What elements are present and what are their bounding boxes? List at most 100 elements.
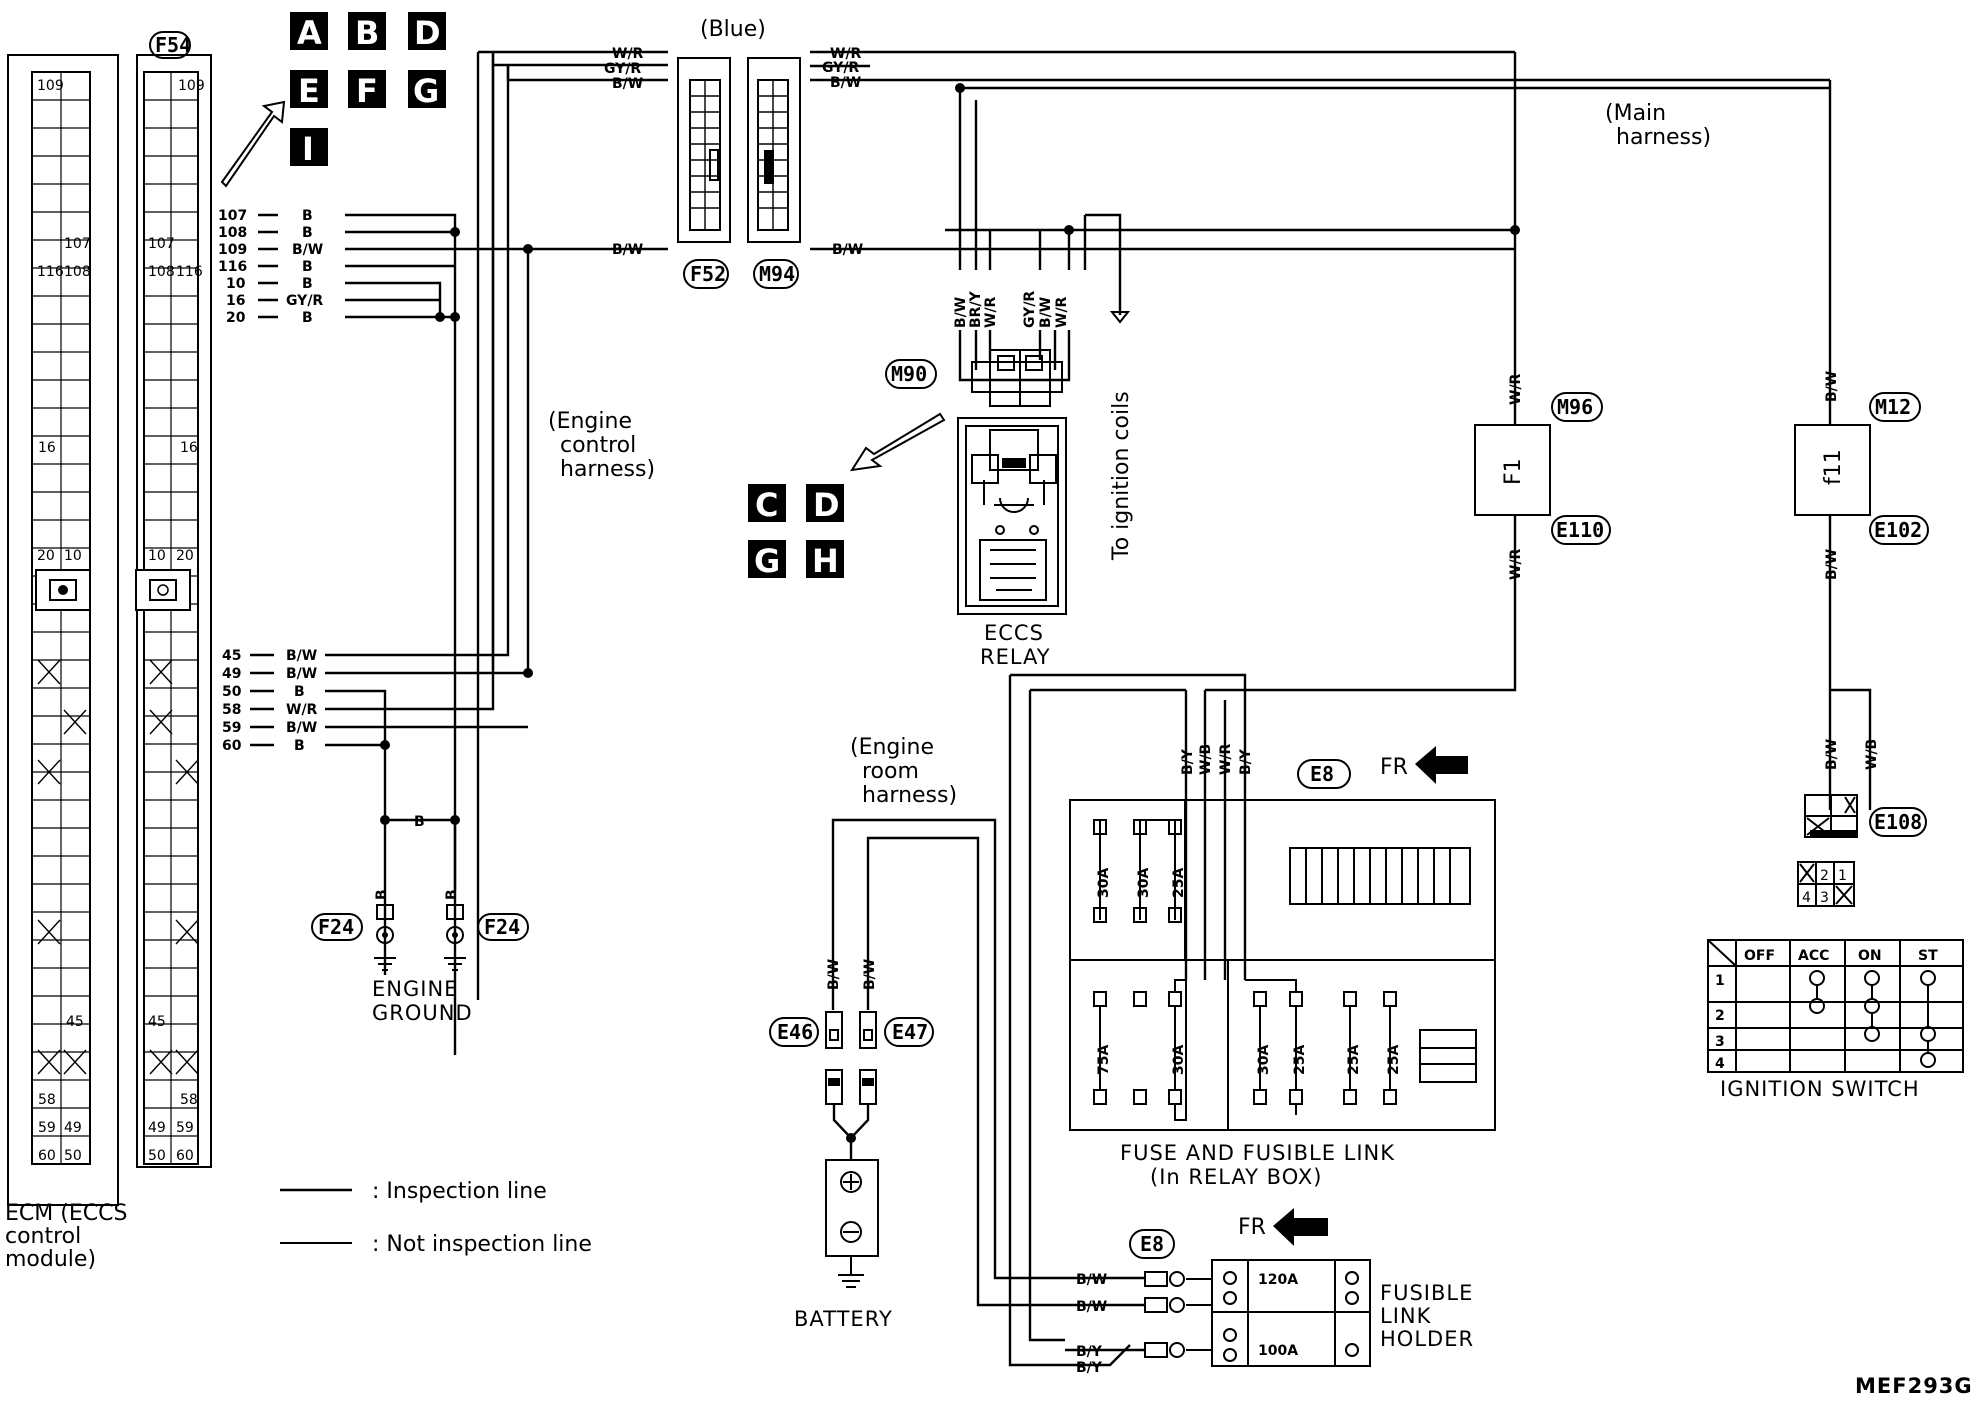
ref-box-g: G: [413, 72, 439, 110]
ref-boxes-relay: C D G H: [748, 484, 844, 580]
svg-text:B/W: B/W: [826, 959, 842, 990]
fuse-box: B/Y W/B W/R B/Y E8 FR 30A 30A 25A 75A 30…: [1008, 673, 1496, 1367]
svg-text:W/R: W/R: [830, 46, 862, 62]
harness-engine-room-1: (Engine: [850, 735, 934, 760]
ecm-bottom-pins: 45 B/W 49 B/W 50 B 58 W/R 59 B/W 60 B B …: [222, 52, 533, 1025]
svg-text:B/Y: B/Y: [1238, 748, 1254, 775]
ref-box-f: F: [356, 72, 378, 110]
ecm-cell-60: 60: [38, 1148, 56, 1164]
harness-main-2: harness): [1616, 125, 1711, 150]
svg-text:59: 59: [222, 720, 241, 736]
front-arrow-icon: [1273, 1208, 1328, 1246]
svg-text:B/Y: B/Y: [1076, 1344, 1103, 1360]
svg-text:B/W: B/W: [1824, 371, 1840, 402]
connector-e102: E102: [1874, 518, 1922, 542]
fr-label-2: FR: [1238, 1215, 1266, 1240]
harness-blue: (Blue): [700, 17, 766, 42]
ignition-switch: E108 2 1 4 3 OFF ACC ON ST 1 2 3 4 IGNIT…: [1707, 794, 1964, 1101]
connector-e8-box: E8: [1310, 762, 1334, 786]
svg-text:30A: 30A: [1171, 1045, 1187, 1075]
svg-text:W/B: W/B: [1198, 744, 1214, 775]
svg-text:GY/R: GY/R: [604, 61, 641, 77]
connector-f24-left: F24: [318, 915, 354, 939]
harness-main-1: (Main: [1605, 101, 1666, 126]
svg-text:1: 1: [1838, 868, 1847, 884]
harness-engine-room-3: harness): [862, 783, 957, 808]
svg-text:B: B: [302, 225, 313, 241]
svg-text:25A: 25A: [1346, 1045, 1362, 1075]
svg-text:75A: 75A: [1096, 1045, 1112, 1075]
ecm-cell-45-r: 45: [148, 1014, 166, 1030]
ecm-unused-pin-mark: [37, 659, 61, 685]
svg-text:BR/Y: BR/Y: [968, 290, 984, 328]
ecm-cell-50: 50: [64, 1148, 82, 1164]
ref-box-a: A: [297, 14, 322, 52]
svg-text:25A: 25A: [1171, 868, 1187, 898]
ref-box-g2: G: [754, 542, 780, 580]
svg-text:B: B: [302, 208, 313, 224]
ecm-cell-20-r: 20: [176, 548, 194, 564]
svg-text:OFF: OFF: [1744, 948, 1775, 964]
ecm-label-1: ECM (ECCS: [5, 1201, 127, 1226]
svg-text:1: 1: [1715, 973, 1725, 989]
battery: (Engine room harness) B/W B/W E46 E47 BA…: [769, 735, 1065, 1331]
ref-box-b: B: [355, 14, 379, 52]
svg-text:GY/R: GY/R: [286, 293, 323, 309]
ecm-top-pins: 107 B 108 B 109 B/W 116 B 10 B 16 GY/R 2…: [218, 208, 533, 1055]
harness-engine-room-2: room: [862, 759, 919, 784]
engine-ground-1: ENGINE: [372, 977, 458, 1001]
connector-f24-right: F24: [484, 915, 520, 939]
battery-label: BATTERY: [794, 1307, 893, 1331]
svg-text:ON: ON: [1858, 948, 1882, 964]
relay-label-1: ECCS: [984, 621, 1044, 645]
fr-label-1: FR: [1380, 755, 1408, 780]
svg-text:30A: 30A: [1256, 1045, 1272, 1075]
svg-text:ACC: ACC: [1798, 948, 1829, 964]
harness-engine-control-3: harness): [560, 457, 655, 482]
ecm-cell-10: 10: [64, 548, 82, 564]
svg-text:W/R: W/R: [1054, 296, 1070, 328]
svg-text:B/W: B/W: [1824, 549, 1840, 580]
svg-text:100A: 100A: [1258, 1343, 1298, 1359]
ecm-cell-45: 45: [66, 1014, 84, 1030]
svg-text:10: 10: [226, 276, 246, 292]
svg-text:30A: 30A: [1136, 868, 1152, 898]
ecm-cell-16: 16: [38, 440, 56, 456]
svg-text:GY/R: GY/R: [822, 60, 859, 76]
svg-text:58: 58: [222, 702, 241, 718]
svg-text:B/W: B/W: [832, 242, 863, 258]
svg-text:B/W: B/W: [1824, 739, 1840, 770]
svg-text:B/W: B/W: [1076, 1299, 1107, 1315]
svg-text:B/W: B/W: [612, 76, 643, 92]
connector-f52: F52: [690, 262, 726, 286]
ecm-unused-pin-mark: [37, 919, 61, 945]
holder-label-2: LINK: [1380, 1304, 1432, 1328]
svg-text:B/W: B/W: [830, 75, 861, 91]
svg-text:3: 3: [1715, 1034, 1725, 1050]
svg-text:4: 4: [1802, 890, 1811, 906]
to-ignition-coils: To ignition coils: [1109, 391, 1134, 561]
svg-text:20: 20: [226, 310, 246, 326]
ref-box-e: E: [298, 72, 320, 110]
svg-text:W/R: W/R: [612, 46, 644, 62]
legend: : Inspection line : Not inspection line: [280, 1179, 592, 1257]
ref-box-c: C: [755, 486, 778, 524]
connector-m90: M90: [891, 362, 927, 386]
svg-text:B: B: [302, 276, 313, 292]
ecm-cell-20: 20: [37, 548, 55, 564]
fusible-f1: F1: [1501, 458, 1526, 485]
eccs-relay: B/W BR/Y W/R GY/R B/W W/R M90 ECCS RELAY: [849, 290, 1071, 669]
svg-text:B: B: [444, 889, 460, 900]
ecm-cell-10-r: 10: [148, 548, 166, 564]
holder-label-1: FUSIBLE: [1380, 1281, 1473, 1305]
ecm-cell-50-r: 50: [148, 1148, 166, 1164]
connector-e8-holder: E8: [1140, 1232, 1164, 1256]
ecm-cell-116: 116: [37, 264, 64, 280]
svg-text:16: 16: [226, 293, 245, 309]
svg-text:B/Y: B/Y: [1076, 1360, 1103, 1376]
svg-text:W/R: W/R: [983, 296, 999, 328]
ecm-cell-60-r: 60: [176, 1148, 194, 1164]
ecm-label-3: module): [5, 1247, 96, 1272]
arrow-icon: [849, 412, 946, 472]
svg-text:4: 4: [1715, 1056, 1725, 1072]
